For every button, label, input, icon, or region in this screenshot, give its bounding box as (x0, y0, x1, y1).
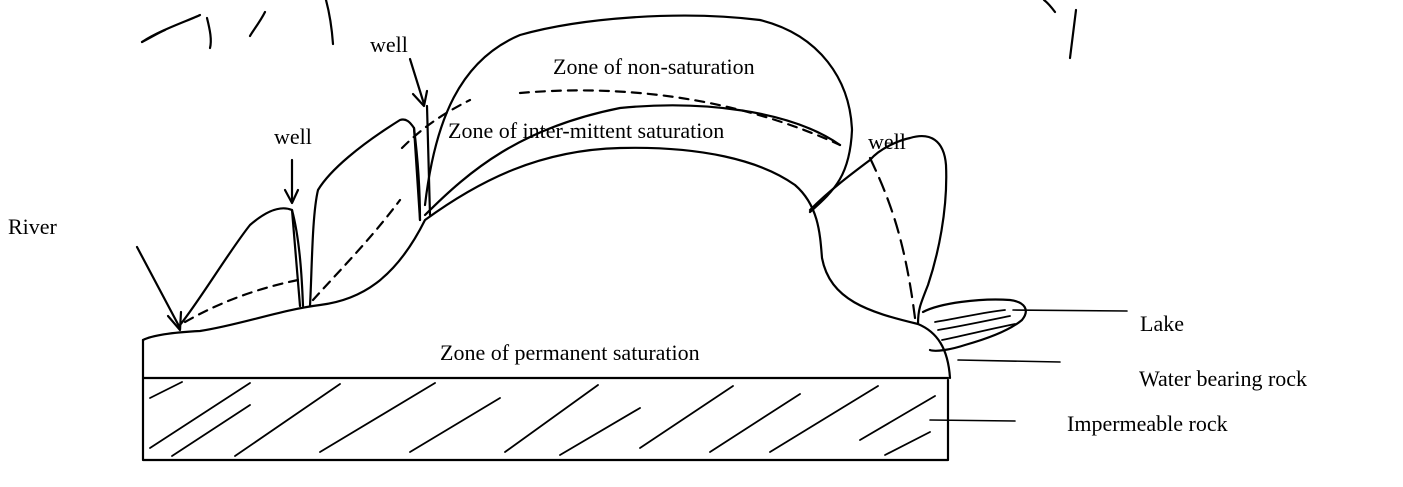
label-lake: Lake (1140, 311, 1184, 336)
well-shaft-left (290, 208, 302, 308)
label-zone-non-saturation: Zone of non-saturation (553, 54, 755, 79)
well-left-arrow (283, 158, 300, 205)
left-wedge-2-dashed (311, 198, 402, 302)
left-wedge-1-dashed (183, 278, 300, 324)
leader-lines (929, 309, 1128, 422)
label-river: River (8, 214, 57, 239)
water-table-dashed (518, 89, 842, 147)
water-bearing-rock-outline (141, 146, 952, 380)
label-zone-permanent: Zone of permanent saturation (440, 340, 700, 365)
right-wedge-dashed (868, 156, 917, 320)
right-wedge (808, 135, 948, 326)
label-well-left: well (274, 124, 312, 149)
leader-lake (1012, 309, 1128, 312)
label-well-right: well (868, 129, 906, 154)
intermittent-zone-top (423, 104, 842, 217)
left-wedge-2 (308, 118, 422, 308)
label-well-top: well (370, 32, 408, 57)
lake-body (921, 298, 1027, 352)
leader-impermeable-rock (929, 419, 1016, 422)
lake-ripples (934, 309, 1016, 341)
impermeable-rock-hatching (149, 381, 936, 457)
label-zone-intermittent: Zone of inter-mittent saturation (448, 118, 725, 143)
well-top-arrow (408, 57, 429, 108)
river-arrow (135, 245, 183, 332)
wedge-2-to-top-dashed (400, 98, 472, 150)
label-impermeable-rock: Impermeable rock (1067, 411, 1228, 436)
well-shaft-middle (412, 104, 432, 222)
ground-surface-arc (423, 14, 854, 214)
top-sketch-strokes (140, 0, 1078, 60)
label-water-bearing-rock: Water bearing rock (1139, 366, 1308, 391)
leader-water-bearing-rock (957, 359, 1061, 363)
left-wedge-1 (178, 207, 305, 327)
